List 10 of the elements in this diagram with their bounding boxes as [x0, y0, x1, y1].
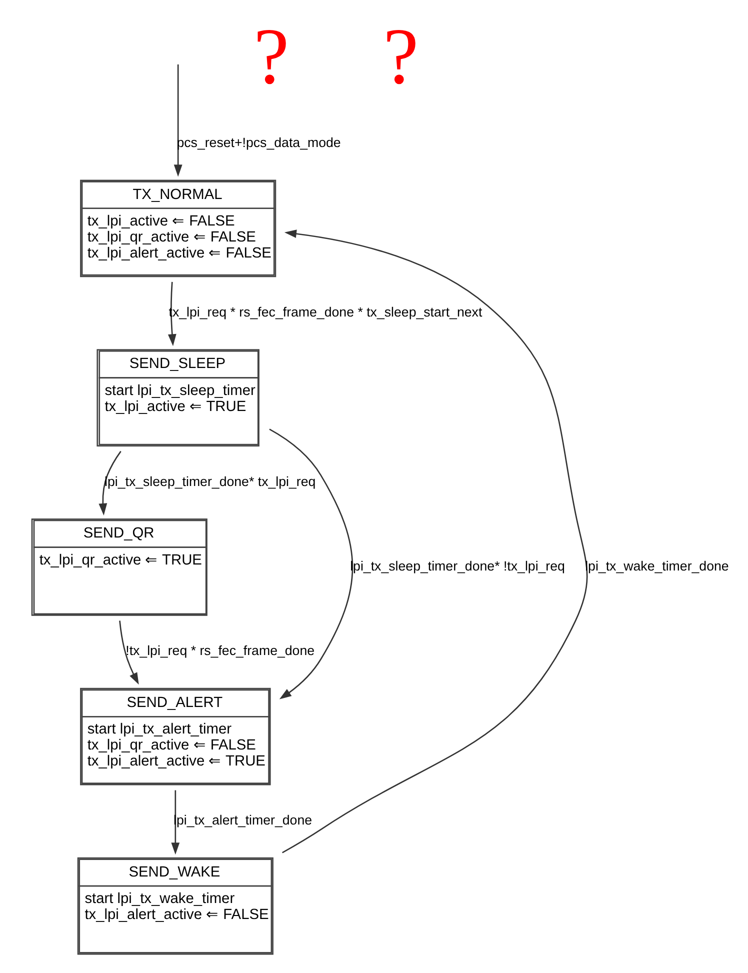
arrow	[173, 64, 182, 177]
arrow	[98, 450, 121, 516]
arrow	[118, 620, 138, 685]
arrow	[268, 428, 353, 700]
arrow	[167, 282, 176, 346]
label: ?	[253, 12, 289, 101]
label: ?	[382, 12, 418, 101]
edge-label: lpi_tx_sleep_timer_done* tx_lpi_req	[104, 474, 316, 489]
arrow	[282, 230, 588, 854]
edge-label: !tx_lpi_req * rs_fec_frame_done	[125, 643, 314, 658]
